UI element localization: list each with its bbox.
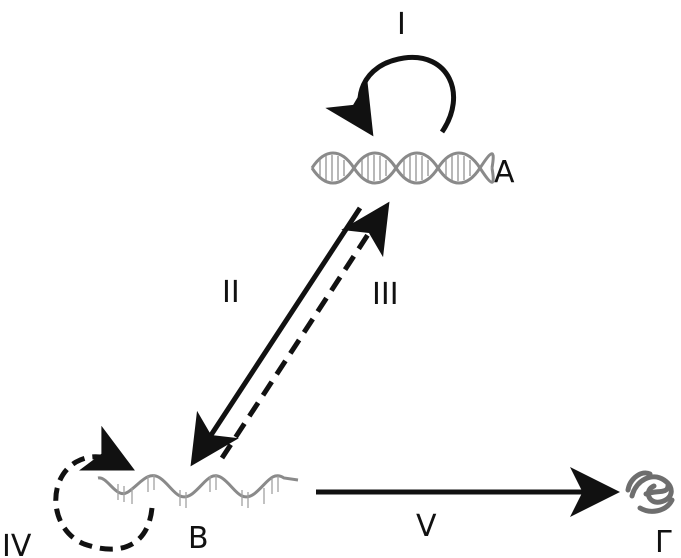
rna-strand-icon bbox=[97, 474, 299, 508]
process-label-ii: II bbox=[222, 275, 240, 310]
protein-icon bbox=[625, 470, 675, 514]
node-label-g: Г bbox=[655, 525, 673, 558]
dna-helix-icon bbox=[310, 151, 495, 185]
process-label-i: I bbox=[397, 7, 406, 42]
replication-loop-arrow bbox=[325, 54, 456, 137]
rna-replication-loop-arrow bbox=[53, 425, 155, 552]
node-label-a: A bbox=[494, 155, 515, 190]
node-label-b: B bbox=[188, 521, 209, 556]
process-label-v: V bbox=[416, 509, 437, 544]
process-label-iii: III bbox=[372, 277, 399, 312]
reverse-transcription-arrow bbox=[219, 201, 390, 460]
transcription-arrow bbox=[190, 206, 363, 467]
process-label-iv: IV bbox=[2, 529, 32, 558]
